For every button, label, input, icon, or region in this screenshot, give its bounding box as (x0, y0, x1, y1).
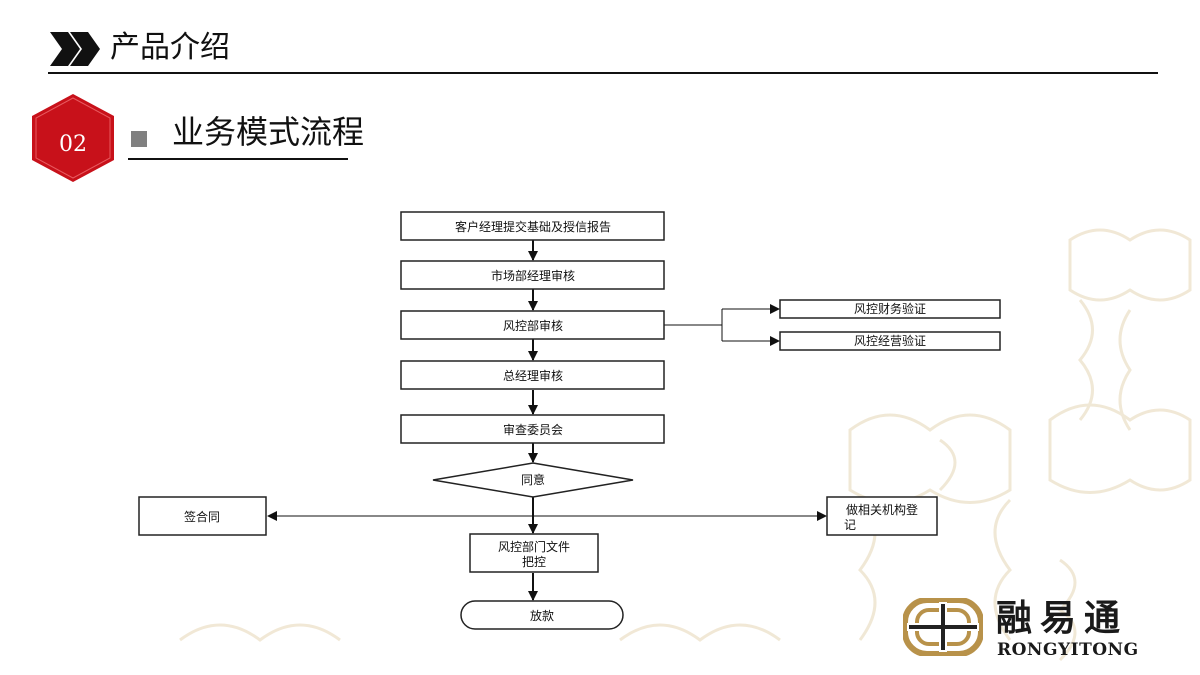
header-divider (48, 72, 1158, 74)
section-title-underline (128, 158, 348, 160)
node-risk-review: 风控部审核 (400, 310, 665, 340)
bullet-square-icon (131, 131, 147, 147)
node-sign-contract: 签合同 (138, 496, 267, 536)
brand-name-en: RONGYITONG (997, 640, 1139, 660)
node-label: 签合同 (184, 509, 220, 524)
node-label: 审查委员会 (503, 422, 563, 437)
node-label: 风控经营验证 (854, 333, 926, 348)
node-doc-control: 风控部门文件 把控 (469, 533, 599, 573)
section-badge-hexagon (32, 94, 114, 182)
node-label-line2: 记 (844, 518, 856, 532)
node-gm-review: 总经理审核 (400, 360, 665, 390)
node-label-line2: 把控 (522, 555, 546, 569)
node-label: 市场部经理审核 (491, 268, 575, 283)
section-number: 02 (59, 132, 87, 157)
node-label: 同意 (521, 472, 545, 487)
double-chevron-icon (50, 32, 100, 66)
node-label-line1: 风控部门文件 (498, 539, 570, 554)
brand-logo-icon (903, 598, 983, 656)
node-review-committee: 审查委员会 (400, 414, 665, 444)
node-label: 风控财务验证 (854, 301, 926, 316)
node-agree-decision: 同意 (432, 462, 634, 498)
node-risk-operation-check: 风控经营验证 (779, 331, 1001, 351)
section-title: 业务模式流程 (172, 113, 365, 151)
brand-name-cn: 融易通 (996, 597, 1129, 639)
node-label: 放款 (530, 608, 554, 623)
node-label: 客户经理提交基础及授信报告 (455, 219, 611, 234)
page-title: 产品介绍 (110, 30, 230, 65)
node-risk-finance-check: 风控财务验证 (779, 299, 1001, 319)
node-loan-release: 放款 (460, 600, 624, 630)
node-label-line1: 做相关机构登 (846, 502, 918, 517)
branch-connectors (267, 304, 827, 521)
node-label: 风控部审核 (503, 318, 563, 333)
node-registration: 做相关机构登 记 (826, 496, 938, 536)
node-submit-report: 客户经理提交基础及授信报告 (400, 211, 665, 241)
node-label: 总经理审核 (503, 368, 563, 383)
node-market-review: 市场部经理审核 (400, 260, 665, 290)
